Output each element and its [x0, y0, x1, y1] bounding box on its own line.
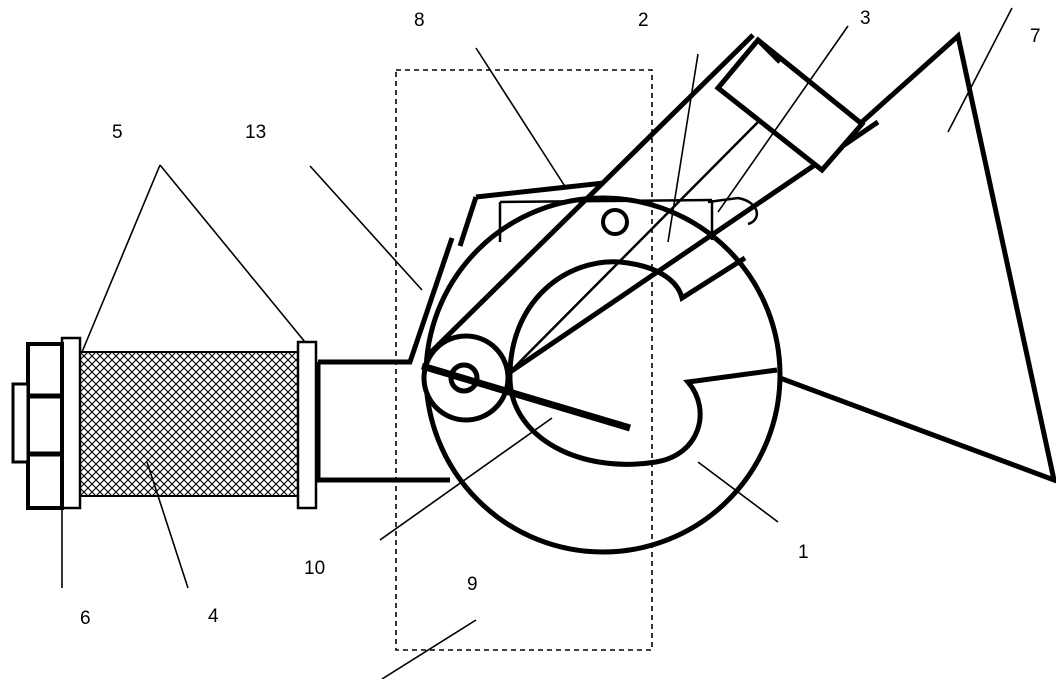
inner-ring	[507, 255, 778, 467]
label-7: 7	[1030, 26, 1041, 47]
feed-tube-inner	[469, 117, 763, 413]
hook	[707, 196, 759, 226]
label-5: 5	[112, 122, 123, 143]
inclined-plate	[475, 180, 605, 200]
end-nut	[26, 342, 64, 510]
filter-cartridge	[79, 351, 299, 497]
inclined-plate-edge	[457, 196, 479, 247]
hopper	[779, 31, 1056, 484]
label-13: 13	[245, 122, 266, 143]
label-1: 1	[798, 542, 809, 563]
feed-tube-upper	[426, 33, 755, 357]
flange-right	[296, 340, 318, 510]
left-lever	[407, 237, 455, 363]
label-2: 2	[638, 10, 649, 31]
inlet-pipe	[315, 362, 450, 483]
end-nut-cap	[11, 382, 30, 464]
leader-1	[697, 461, 779, 523]
tube-end-cap	[714, 36, 866, 174]
leader-9	[381, 619, 477, 679]
leader-2	[667, 53, 699, 243]
label-10: 10	[304, 558, 325, 579]
leader-5a	[81, 164, 161, 353]
leader-10	[379, 417, 553, 541]
feed-tube-lower	[464, 119, 880, 405]
label-9: 9	[467, 574, 478, 595]
top-plate	[499, 198, 713, 204]
label-4: 4	[208, 606, 219, 627]
label-3: 3	[860, 8, 871, 29]
leader-3	[717, 25, 849, 213]
flange-left	[60, 336, 82, 510]
label-8: 8	[414, 10, 425, 31]
leader-7	[947, 7, 1013, 133]
leader-13	[309, 165, 423, 291]
label-6: 6	[80, 608, 91, 629]
leader-5b	[159, 164, 306, 343]
leader-8	[475, 47, 567, 189]
pointer-arm	[421, 362, 631, 432]
leader-4	[146, 461, 189, 589]
bolt-hole	[601, 208, 629, 236]
tube-end-cap-edge	[756, 38, 782, 64]
